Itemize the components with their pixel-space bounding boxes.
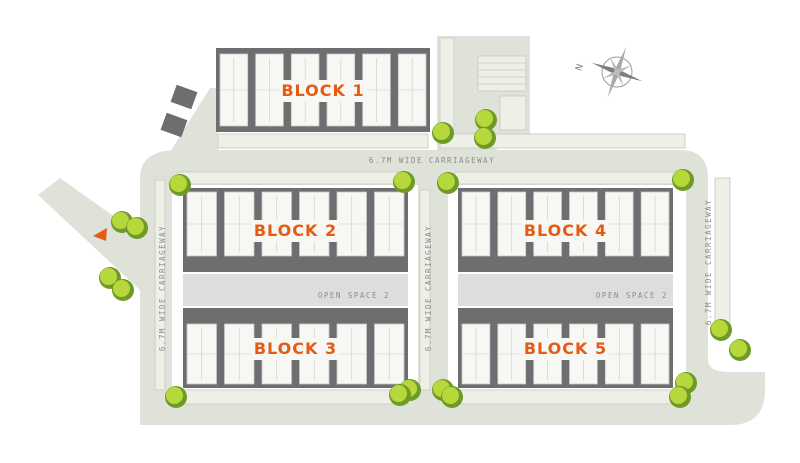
tree-icon xyxy=(710,319,732,341)
block-label: BLOCK 3 xyxy=(254,339,337,358)
tree-icon xyxy=(669,386,691,408)
block-label: BLOCK 5 xyxy=(524,339,607,358)
road-label-top: 6.7M WIDE CARRIAGEWAY xyxy=(369,156,495,165)
garage-2 xyxy=(160,112,188,138)
block-2: BLOCK 2 xyxy=(183,188,408,272)
parking-stalls-top xyxy=(439,37,686,149)
compass-rose-icon: N xyxy=(574,46,643,98)
tree-icon xyxy=(112,279,134,301)
tree-icon xyxy=(432,122,454,144)
compass-north-label: N xyxy=(574,63,586,73)
block-1: BLOCK 1 xyxy=(216,48,430,132)
block-label: BLOCK 2 xyxy=(254,221,337,240)
open-space-right: OPEN SPACE 2 xyxy=(458,274,673,306)
tree-icon xyxy=(389,384,411,406)
parking-strips xyxy=(154,133,731,405)
block-label-bg xyxy=(521,220,610,242)
housing-blocks: BLOCK 1 BLOCK 2 BLOCK 3 BLOCK 4 BLOCK 5 xyxy=(183,48,673,388)
tree-icon xyxy=(672,169,694,191)
block-label: BLOCK 1 xyxy=(281,81,364,100)
block-label: BLOCK 4 xyxy=(524,221,607,240)
road-label-right: 6.7M WIDE CARRIAGEWAY xyxy=(704,199,713,325)
tree-icon xyxy=(165,386,187,408)
tree-icon xyxy=(169,174,191,196)
block-3: BLOCK 3 xyxy=(183,308,408,388)
entrance-road xyxy=(38,178,140,290)
tree-icon xyxy=(474,127,496,149)
tree-icon xyxy=(475,109,497,131)
tree-icon xyxy=(437,172,459,194)
open-space-left: OPEN SPACE 2 xyxy=(183,274,408,306)
block-label-bg xyxy=(521,338,610,360)
tree-icon xyxy=(126,217,148,239)
block-label-bg xyxy=(279,80,367,102)
tree-icon xyxy=(441,386,463,408)
tree-icon xyxy=(393,171,415,193)
block-label-bg xyxy=(251,338,340,360)
tree-icon xyxy=(729,339,751,361)
garage-1 xyxy=(170,84,198,110)
north-ramp xyxy=(170,88,218,152)
trees xyxy=(99,109,751,408)
road-label-left: 6.7M WIDE CARRIAGEWAY xyxy=(158,225,167,351)
block-4: BLOCK 4 xyxy=(458,188,673,272)
entrance-arrow-icon xyxy=(93,228,107,241)
open-space-left-label: OPEN SPACE 2 xyxy=(318,291,390,300)
road-label-middle: 6.7M WIDE CARRIAGEWAY xyxy=(424,225,433,351)
open-space-right-label: OPEN SPACE 2 xyxy=(596,291,668,300)
block-label-bg xyxy=(251,220,340,242)
block-5: BLOCK 5 xyxy=(458,308,673,388)
